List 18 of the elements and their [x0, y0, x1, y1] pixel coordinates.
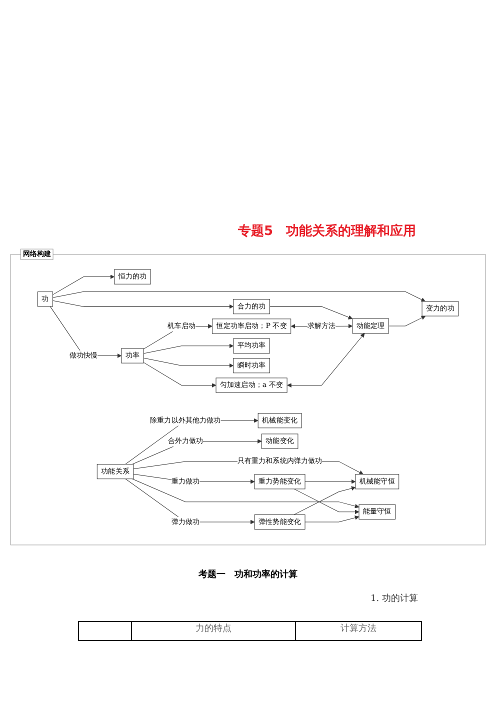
- arrow: [52, 300, 234, 309]
- table-header-cell: 力的特点: [132, 622, 296, 640]
- arrow: [143, 344, 234, 354]
- arrow: [132, 478, 360, 508]
- arrow: [269, 306, 353, 320]
- arrow: [125, 418, 258, 464]
- page-title: 专题5 功能关系的理解和应用: [238, 222, 416, 240]
- section-heading: 考题一 功和功率的计算: [198, 570, 298, 580]
- arrow: [143, 362, 216, 388]
- arrow: [304, 479, 356, 484]
- arrow: [287, 333, 365, 388]
- arrow: [388, 316, 426, 326]
- subsection-heading: 1. 功的计算: [370, 592, 418, 605]
- arrow: [143, 358, 234, 368]
- table-header-cell: 计算方法: [296, 622, 422, 640]
- arrow: [304, 516, 360, 522]
- arrow: [52, 274, 115, 295]
- arrow: [52, 291, 426, 302]
